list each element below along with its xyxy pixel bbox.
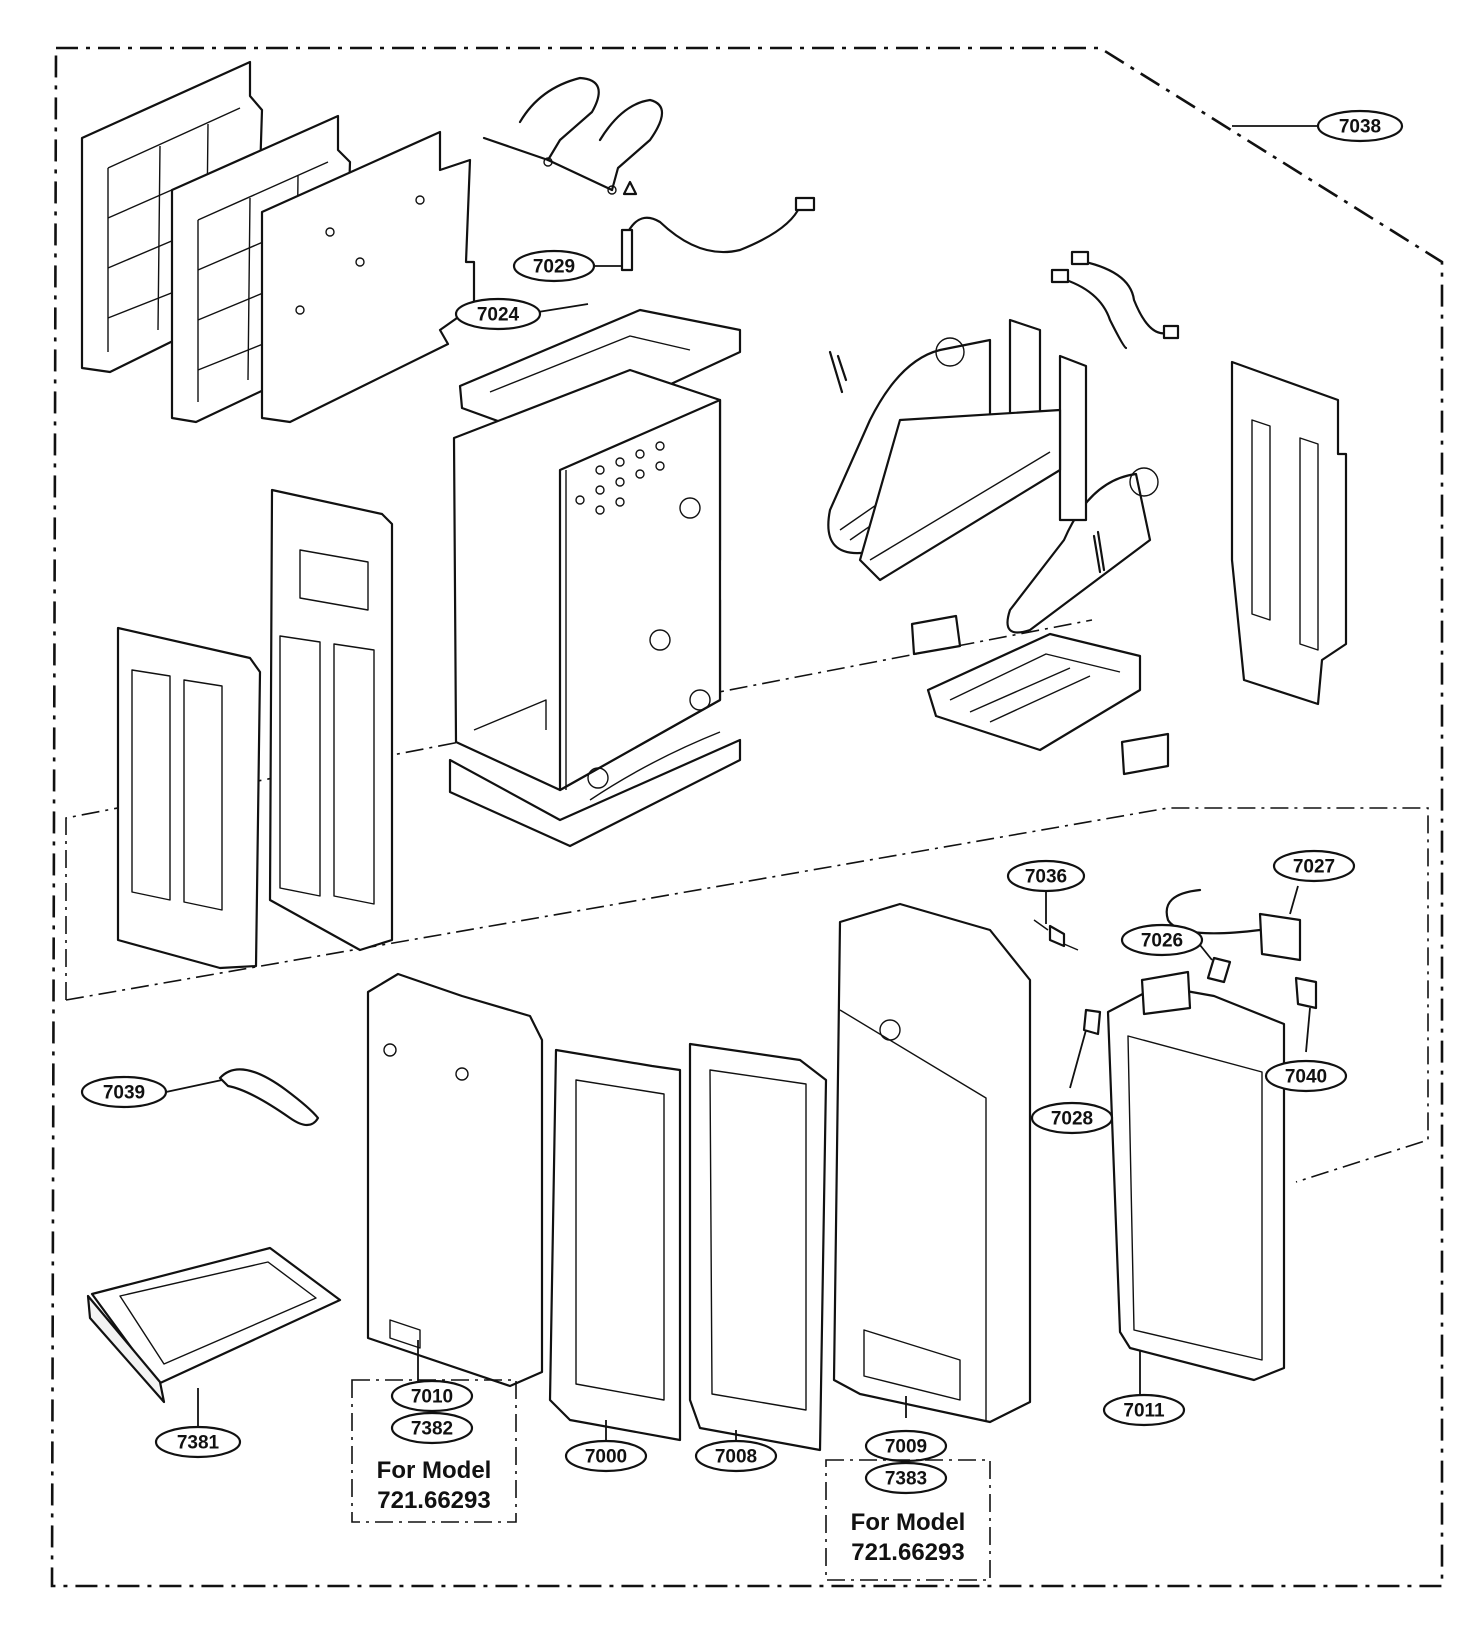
svg-text:7382: 7382 [411,1419,453,1440]
svg-text:7000: 7000 [585,1447,627,1468]
svg-text:7027: 7027 [1293,857,1335,878]
sensor-with-harness [620,180,816,272]
callout-7029: 7029 [512,249,596,283]
callout-7026: 7026 [1120,923,1204,957]
svg-text:7028: 7028 [1051,1109,1093,1130]
heater-grid-plates [80,60,476,424]
inner-door-frames [116,488,394,970]
front-door-panel [832,902,1032,1424]
outer-assembly-boundary [50,46,1444,1588]
svg-text:7009: 7009 [885,1437,927,1458]
callout-7382: 7382 [390,1411,474,1445]
callout-7040: 7040 [1264,1059,1348,1093]
svg-text:7029: 7029 [533,257,575,278]
callout-7010: 7010 [390,1379,474,1413]
callout-7381: 7381 [154,1425,242,1459]
callout-7024: 7024 [454,297,542,331]
oven-cavity-chassis [448,308,742,848]
svg-text:7026: 7026 [1141,931,1183,952]
latch-plate-assembly [910,614,1170,776]
callout-7038: 7038 [1316,109,1404,143]
upper-subassembly-boundary [65,619,1093,1000]
svg-text:721.66293: 721.66293 [377,1487,490,1514]
callout-7000: 7000 [564,1439,648,1473]
svg-text:721.66293: 721.66293 [851,1539,964,1566]
lower-subassembly-boundary [65,807,1429,1183]
svg-text:For Model: For Model [377,1457,492,1484]
callout-7383: 7383 [864,1461,948,1495]
svg-text:7040: 7040 [1285,1067,1327,1088]
callout-7028: 7028 [1030,1101,1114,1135]
svg-text:7381: 7381 [177,1433,220,1454]
model-note-right: For Model 721.66293 [825,1459,991,1581]
callout-7009: 7009 [864,1429,948,1463]
svg-text:7036: 7036 [1025,867,1067,888]
callout-7008: 7008 [694,1439,778,1473]
control-panel-cover [366,972,544,1388]
side-guide-bracket [1230,360,1348,706]
svg-text:7011: 7011 [1123,1401,1165,1422]
svg-text:7039: 7039 [103,1083,145,1104]
svg-text:7008: 7008 [715,1447,757,1468]
svg-text:7383: 7383 [885,1469,927,1490]
svg-text:For Model: For Model [851,1509,966,1536]
leader-lines [165,125,1318,1442]
model-note-left: For Model 721.66293 [351,1379,517,1523]
svg-text:7038: 7038 [1339,117,1381,138]
door-hinge-assemblies [827,318,1159,634]
drip-tray [86,1246,342,1404]
callout-7039: 7039 [80,1075,168,1109]
assembly-boundaries [50,46,1444,1588]
thermal-wire-loops [482,76,664,195]
svg-text:7024: 7024 [477,305,520,326]
svg-text:7010: 7010 [411,1387,453,1408]
door-window-frames [548,1042,828,1452]
callout-7036: 7036 [1006,859,1086,893]
door-handle-part [218,1068,320,1127]
callout-7027: 7027 [1272,849,1356,883]
connector-harnesses [1050,250,1180,350]
callout-7011: 7011 [1102,1393,1186,1427]
control-bracket-housing [1106,970,1286,1382]
door-switch-components [1033,888,1318,1036]
